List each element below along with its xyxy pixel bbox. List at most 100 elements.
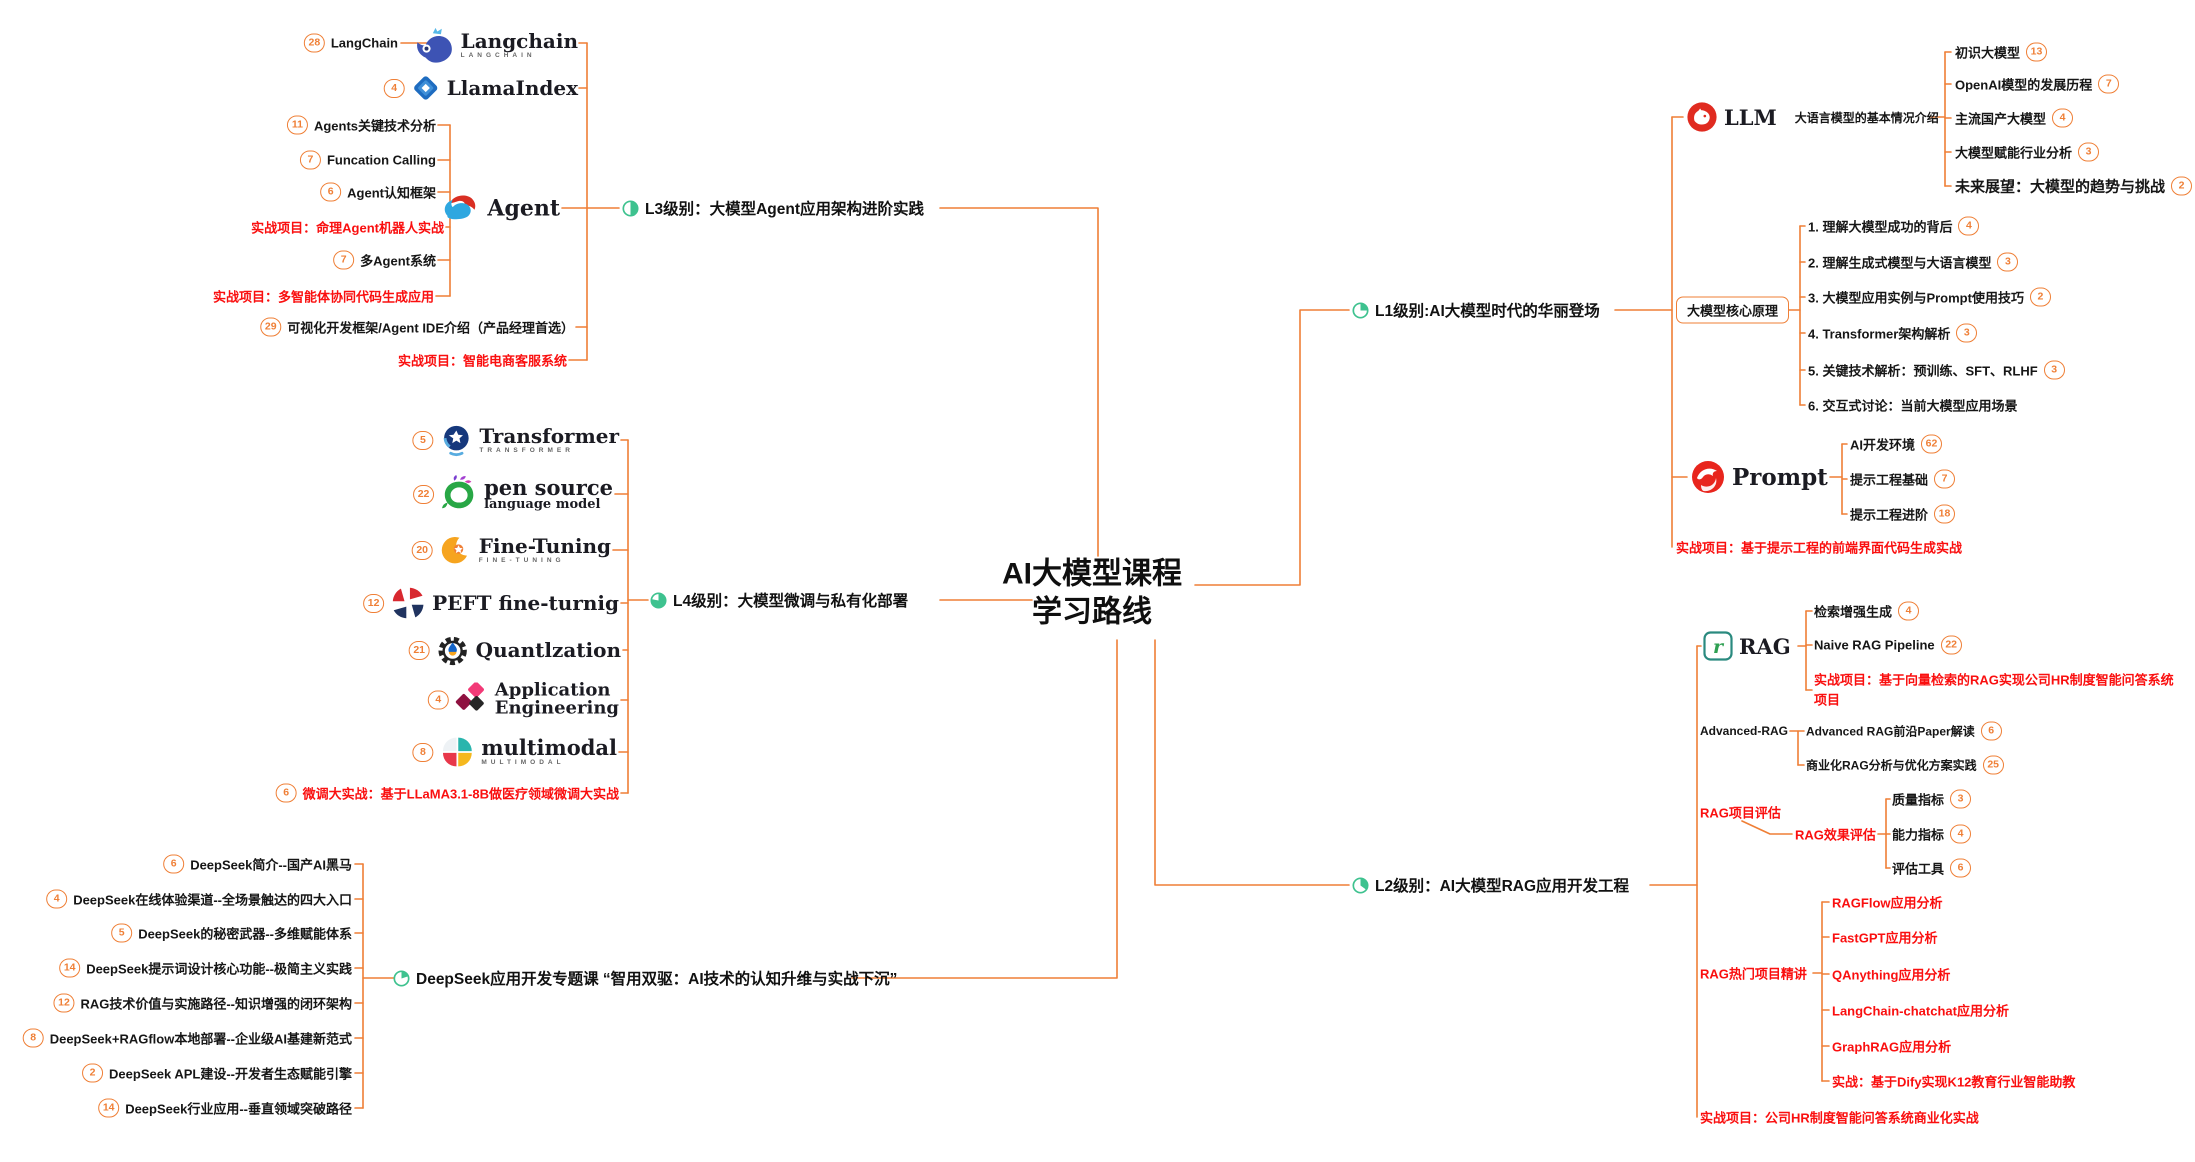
rag-item-naive-pipeline-count-badge[interactable]: 22 [1940, 635, 1962, 655]
peft-logo-count-badge[interactable]: 12 [363, 593, 385, 613]
ds-item-apl-count-badge[interactable]: 2 [82, 1063, 104, 1083]
llm-item-first-look-count-badge[interactable]: 13 [2026, 42, 2048, 62]
agent-item-multi-agent-count-badge[interactable]: 7 [333, 250, 355, 270]
advanced-rag-label[interactable]: Advanced-RAG [1700, 724, 1788, 738]
hot-item-langchain-chatchat[interactable]: LangChain-chatchat应用分析 [1832, 1001, 2009, 1020]
prompt-item-basic-count-badge[interactable]: 7 [1934, 469, 1956, 489]
ds-item-industry-count-badge[interactable]: 14 [98, 1098, 120, 1118]
hot-item-ragflow[interactable]: RAGFlow应用分析 [1832, 893, 1943, 912]
llm-item-openai-history-count-badge[interactable]: 7 [2098, 74, 2120, 94]
rag-item-retrieval-count-badge[interactable]: 4 [1898, 601, 1920, 621]
core-item-2-count-badge[interactable]: 3 [1997, 252, 2019, 272]
ds-item-ragflow-deploy-count-badge[interactable]: 8 [22, 1028, 44, 1048]
quantization-logo-count-badge[interactable]: 21 [408, 640, 430, 660]
rag-eval-label[interactable]: RAG项目评估 [1700, 803, 1781, 822]
ds-item-rag-value-count-badge[interactable]: 12 [53, 993, 75, 1013]
core-item-6[interactable]: 6. 交互式讨论：当前大模型应用场景 [1808, 396, 2017, 415]
agent-project-fortune[interactable]: 实战项目：命理Agent机器人实战 [251, 218, 444, 237]
transformer-logo-count-badge[interactable]: 5 [412, 430, 434, 450]
deepseek-level[interactable]: DeepSeek应用开发专题课 “智用双驱：AI技术的认知升维与实战下沉” [393, 967, 897, 989]
agent-project-codegen[interactable]: 实战项目：多智能体协同代码生成应用 [213, 287, 434, 306]
central-topic[interactable]: AI大模型课程 学习路线 [1002, 556, 1182, 631]
ds-item-channels-count-badge[interactable]: 4 [46, 889, 68, 909]
multimodal-logo-count-badge[interactable]: 8 [412, 742, 434, 762]
core-item-3-count-badge[interactable]: 2 [2029, 287, 2051, 307]
ds-item-weapon-count-badge[interactable]: 5 [111, 923, 133, 943]
core-item-1-count-badge[interactable]: 4 [1958, 216, 1980, 236]
eval-item-tools-count-badge[interactable]: 6 [1950, 858, 1972, 878]
hot-item-graphrag[interactable]: GraphRAG应用分析 [1832, 1037, 1951, 1056]
agent-item-tech-count-badge[interactable]: 11 [286, 115, 308, 135]
prompt-logo[interactable]: Prompt [1690, 459, 1828, 495]
ds-item-intro-count-badge[interactable]: 6 [163, 854, 185, 874]
rag-eval-node[interactable]: RAG效果评估 [1795, 825, 1876, 844]
rag-project-hr-qa[interactable]: 实战项目：基于向量检索的RAG实现公司HR制度智能问答系统项目 [1814, 671, 2176, 710]
hot-item-fastgpt[interactable]: FastGPT应用分析 [1832, 928, 1937, 947]
core-item-5-count-badge[interactable]: 3 [2043, 360, 2065, 380]
advanced-rag-commercial-count-badge[interactable]: 25 [1982, 755, 2004, 775]
rag-hot-label[interactable]: RAG热门项目精讲 [1700, 964, 1807, 983]
ds-item-prompt-design-count-badge[interactable]: 14 [59, 958, 81, 978]
opensource-logo-count-badge[interactable]: 22 [413, 484, 435, 504]
prompt-item-env-count-badge[interactable]: 62 [1921, 434, 1943, 454]
prompt-item-advanced-count-badge[interactable]: 18 [1934, 504, 1956, 524]
l3-item-agent-ide-count-badge[interactable]: 29 [260, 317, 282, 337]
llamaindex-logo-count-badge[interactable]: 4 [383, 78, 405, 98]
llm-item-future-count-badge[interactable]: 2 [2171, 176, 2193, 196]
core-item-4-count-badge[interactable]: 3 [1956, 323, 1978, 343]
agent-item-function-calling-count-badge[interactable]: 7 [299, 150, 321, 170]
appeng-logo-count-badge[interactable]: 4 [427, 690, 449, 710]
eval-item-quality-count-badge[interactable]: 3 [1950, 789, 1972, 809]
agent-logo[interactable]: Agent [441, 192, 560, 225]
l1-project-frontend[interactable]: 实战项目：基于提示工程的前端界面代码生成实战 [1676, 538, 1962, 557]
langchain-item-count-badge[interactable]: 28 [303, 33, 325, 53]
l4-level[interactable]: L4级别：大模型微调与私有化部署 [650, 589, 908, 611]
l3-level[interactable]: L3级别：大模型Agent应用架构进阶实践 [622, 197, 924, 219]
agent-item-cognition-count-badge[interactable]: 6 [320, 182, 342, 202]
